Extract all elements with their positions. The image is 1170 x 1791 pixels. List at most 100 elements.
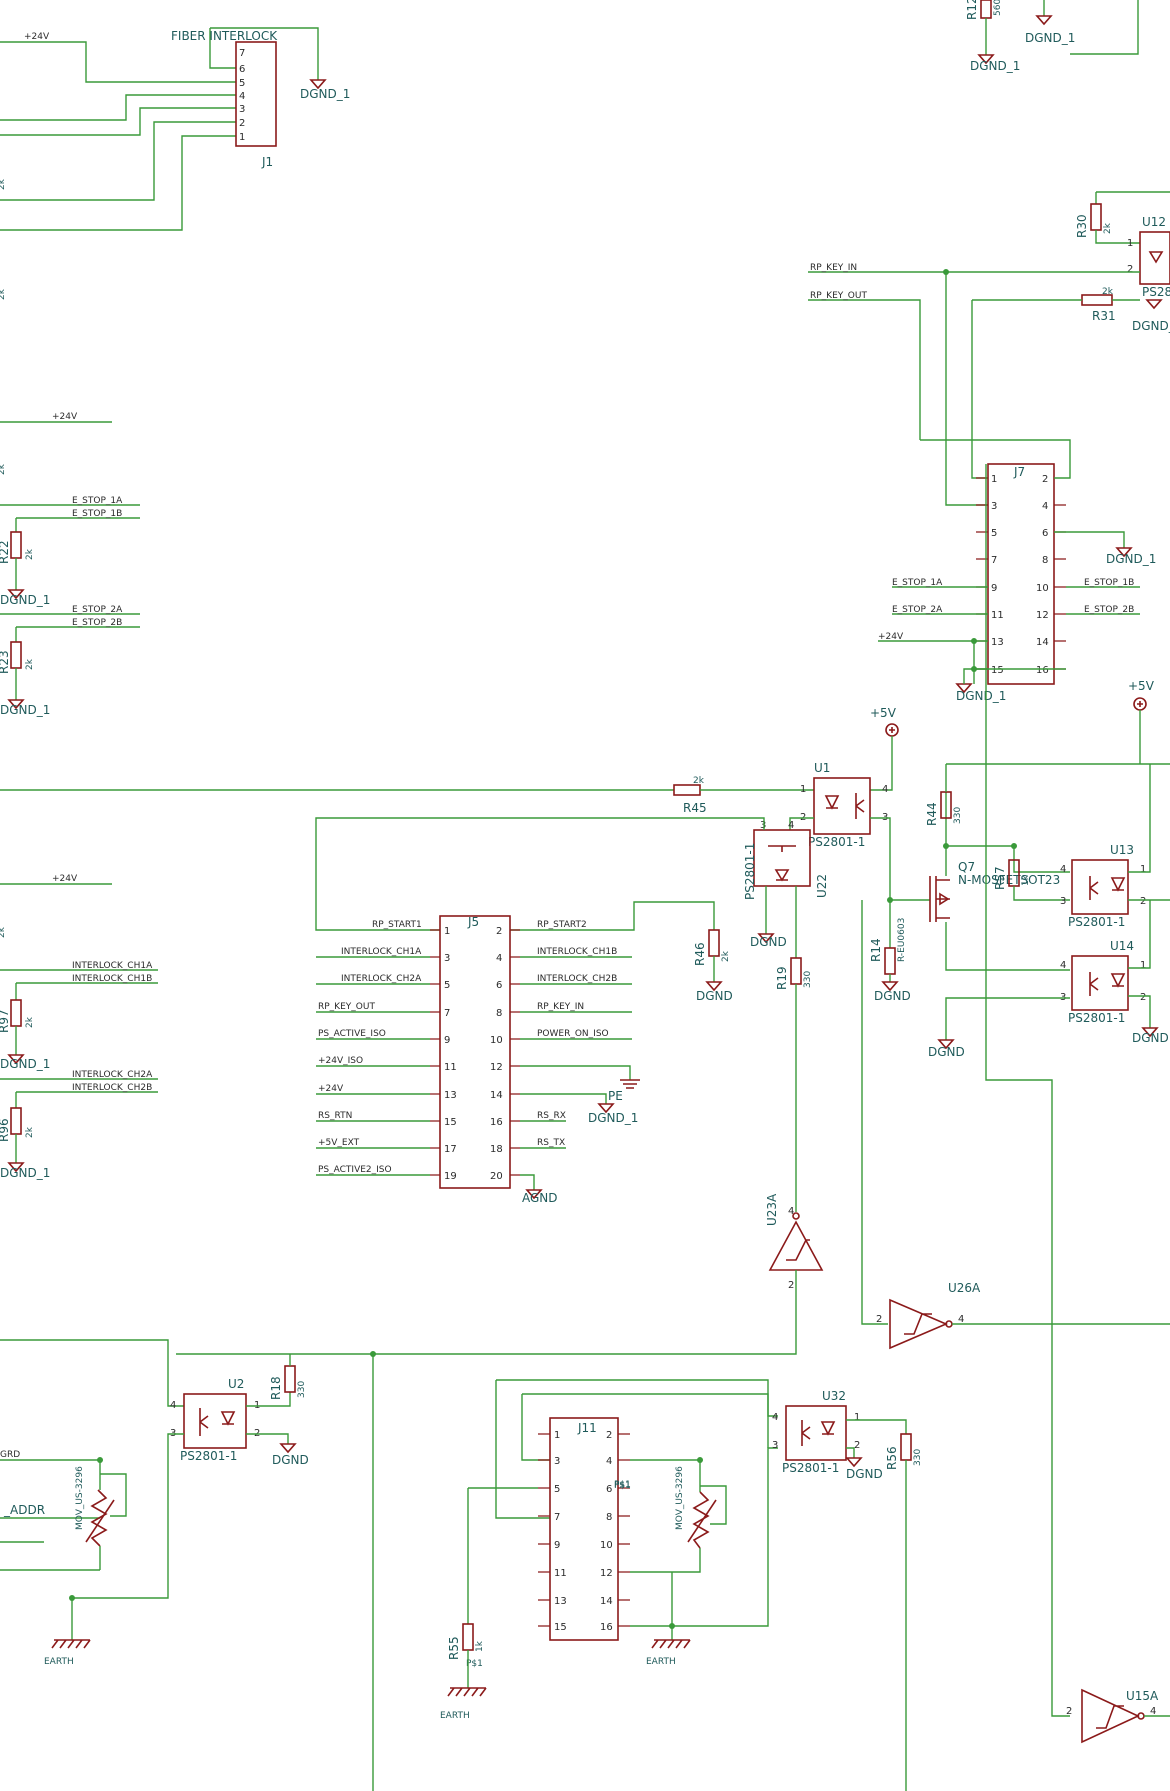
pin-label: 4 bbox=[772, 1412, 778, 1423]
net-label: RP_KEY_OUT bbox=[810, 291, 867, 301]
pin-label: 14 bbox=[1036, 637, 1049, 648]
u1-val: PS2801-1 bbox=[808, 835, 865, 849]
pin-label: 1 bbox=[800, 784, 806, 795]
j5-right: 2 4 6 8 10 12 14 16 18 20 RP_START2 INTE… bbox=[490, 920, 632, 1182]
j11-tag: P$1 bbox=[614, 1481, 631, 1491]
r23-ref: R23 bbox=[0, 650, 11, 674]
pin-label: 15 bbox=[444, 1117, 457, 1128]
j7-right-pins: 2 4 6 8 10 12 14 16 bbox=[1036, 474, 1066, 676]
j11-left: 1 3 5 7 9 11 13 15 bbox=[538, 1430, 567, 1633]
q7-group: R14 R-EU0603 DGND Q7 N-MOSFETSOT23 R44 3… bbox=[869, 763, 1170, 1003]
net-label: RP_KEY_OUT bbox=[318, 1002, 375, 1012]
r55-val: 1k bbox=[475, 1640, 485, 1652]
net-label: +5V_EXT bbox=[318, 1138, 360, 1148]
pin-label: 3 bbox=[554, 1456, 560, 1467]
j5-ref: J5 bbox=[467, 915, 479, 929]
r30-ref: R30 bbox=[1075, 214, 1089, 238]
u13-ref: U13 bbox=[1110, 843, 1134, 857]
pin-label: 1 bbox=[1140, 864, 1146, 875]
r56-val: 330 bbox=[913, 1449, 923, 1466]
pin-label: 2 bbox=[788, 1280, 794, 1291]
pin-label: 18 bbox=[490, 1144, 503, 1155]
pin-label: 2 bbox=[239, 118, 245, 129]
r14-val: R-EU0603 bbox=[897, 918, 907, 962]
pin-label: 3 bbox=[1060, 896, 1066, 907]
r46-ref: R46 bbox=[693, 942, 707, 966]
ground-label: DGND bbox=[928, 1045, 965, 1059]
net-label: INTERLOCK_CH2B bbox=[72, 1083, 152, 1093]
ground-label: DGND_1 bbox=[1025, 31, 1075, 45]
j11-ref: J11 bbox=[577, 1421, 597, 1435]
ground-label: DGND_1 bbox=[1132, 319, 1170, 333]
net-label: RS_RX bbox=[537, 1111, 566, 1121]
u2-group: U2 PS2801-1 4 3 1 2 R18 330 DGND GRD _AD… bbox=[0, 1339, 309, 1667]
pin-label: 11 bbox=[554, 1568, 567, 1579]
r23-val: 2k bbox=[25, 658, 35, 670]
u26a-ref: U26A bbox=[948, 1281, 981, 1295]
net-label: INTERLOCK_CH1B bbox=[72, 974, 152, 984]
net-label: GRD bbox=[0, 1450, 20, 1460]
pin-label: 13 bbox=[554, 1596, 567, 1607]
pin-label: 14 bbox=[600, 1596, 613, 1607]
r18-ref: R18 bbox=[269, 1376, 283, 1400]
ground-label: PE bbox=[608, 1089, 623, 1103]
u1-ref: U1 bbox=[814, 761, 830, 775]
net-label: INTERLOCK_CH2A bbox=[341, 974, 422, 984]
ground-label: DGND bbox=[846, 1467, 883, 1481]
pin-label: 19 bbox=[444, 1171, 457, 1182]
j11-group: J11 1 3 5 7 9 11 13 15 2 4 6 8 10 12 14 … bbox=[440, 1379, 923, 1791]
u2-val: PS2801-1 bbox=[180, 1449, 237, 1463]
pin-label: 1 bbox=[239, 132, 245, 143]
u32-ref: U32 bbox=[822, 1389, 846, 1403]
pin-label: 9 bbox=[444, 1035, 450, 1046]
interlock-group: INTERLOCK_CH1A INTERLOCK_CH1B R97 2k DGN… bbox=[0, 961, 158, 1180]
net-label: RP_KEY_IN bbox=[537, 1002, 584, 1012]
ground-label: DGND_1 bbox=[0, 1166, 50, 1180]
r22-ref: R22 bbox=[0, 540, 11, 564]
pin-label: 5 bbox=[991, 528, 997, 539]
net-label: E_STOP_1A bbox=[892, 578, 943, 588]
pin-label: 6 bbox=[1042, 528, 1048, 539]
pin-label: 4 bbox=[1060, 960, 1066, 971]
ground-label: DGND bbox=[874, 989, 911, 1003]
net-label: +24V bbox=[52, 412, 78, 422]
ground-label: DGND bbox=[1132, 1031, 1169, 1045]
r14-ref: R14 bbox=[869, 938, 883, 962]
pin-label: 4 bbox=[1060, 864, 1066, 875]
pin-label: 4 bbox=[1042, 501, 1048, 512]
pin-label: 16 bbox=[600, 1622, 613, 1633]
pin-label: 4 bbox=[239, 91, 245, 102]
r97-ref: R97 bbox=[0, 1009, 11, 1033]
pin-label: 2 bbox=[1042, 474, 1048, 485]
r19-val: 330 bbox=[803, 971, 813, 988]
r12-ref: R12 bbox=[965, 0, 979, 20]
r18-val: 330 bbox=[297, 1381, 307, 1398]
r96-ref: R96 bbox=[0, 1118, 11, 1142]
u13-u14-group: +5V U13 PS2801-1 4 3 1 2 U14 PS2801-1 4 … bbox=[861, 464, 1170, 1717]
pin-label: 5 bbox=[239, 78, 245, 89]
pin-label: 16 bbox=[1036, 665, 1049, 676]
j1-connector: +24V FIBER INTERLOCK J1 7 6 5 4 3 2 1 DG… bbox=[0, 27, 350, 231]
pin-label: 4 bbox=[882, 784, 888, 795]
value-fragment: 2k bbox=[0, 178, 7, 190]
u12-val: PS28 bbox=[1142, 285, 1170, 299]
u23a-ref: U23A bbox=[765, 1193, 779, 1226]
net-label: E_STOP_1B bbox=[72, 509, 122, 519]
ground-label: DGND bbox=[272, 1453, 309, 1467]
r46-val: 2k bbox=[721, 950, 731, 962]
pin-label: 10 bbox=[1036, 583, 1049, 594]
u22-ref: U22 bbox=[815, 874, 829, 898]
pin-label: 6 bbox=[606, 1484, 612, 1495]
pin-label: 2 bbox=[1066, 1706, 1072, 1717]
pin-label: 2 bbox=[496, 926, 502, 937]
u15a-ref: U15A bbox=[1126, 1689, 1159, 1703]
r57-val: 1k bbox=[1021, 874, 1031, 886]
r31-val: 2k bbox=[1102, 287, 1114, 297]
r96-val: 2k bbox=[25, 1126, 35, 1138]
u13-val: PS2801-1 bbox=[1068, 915, 1125, 929]
estop-group: E_STOP_1A E_STOP_1B R22 2k DGND_1 E_STOP… bbox=[0, 496, 140, 717]
value-fragment: 2k bbox=[0, 288, 7, 300]
u12-group: R30 2k U12 1 2 PS28 RP_KEY_IN RP_KEY_OUT… bbox=[808, 191, 1170, 506]
pin-label: 2 bbox=[854, 1440, 860, 1451]
u2-ref: U2 bbox=[228, 1377, 244, 1391]
